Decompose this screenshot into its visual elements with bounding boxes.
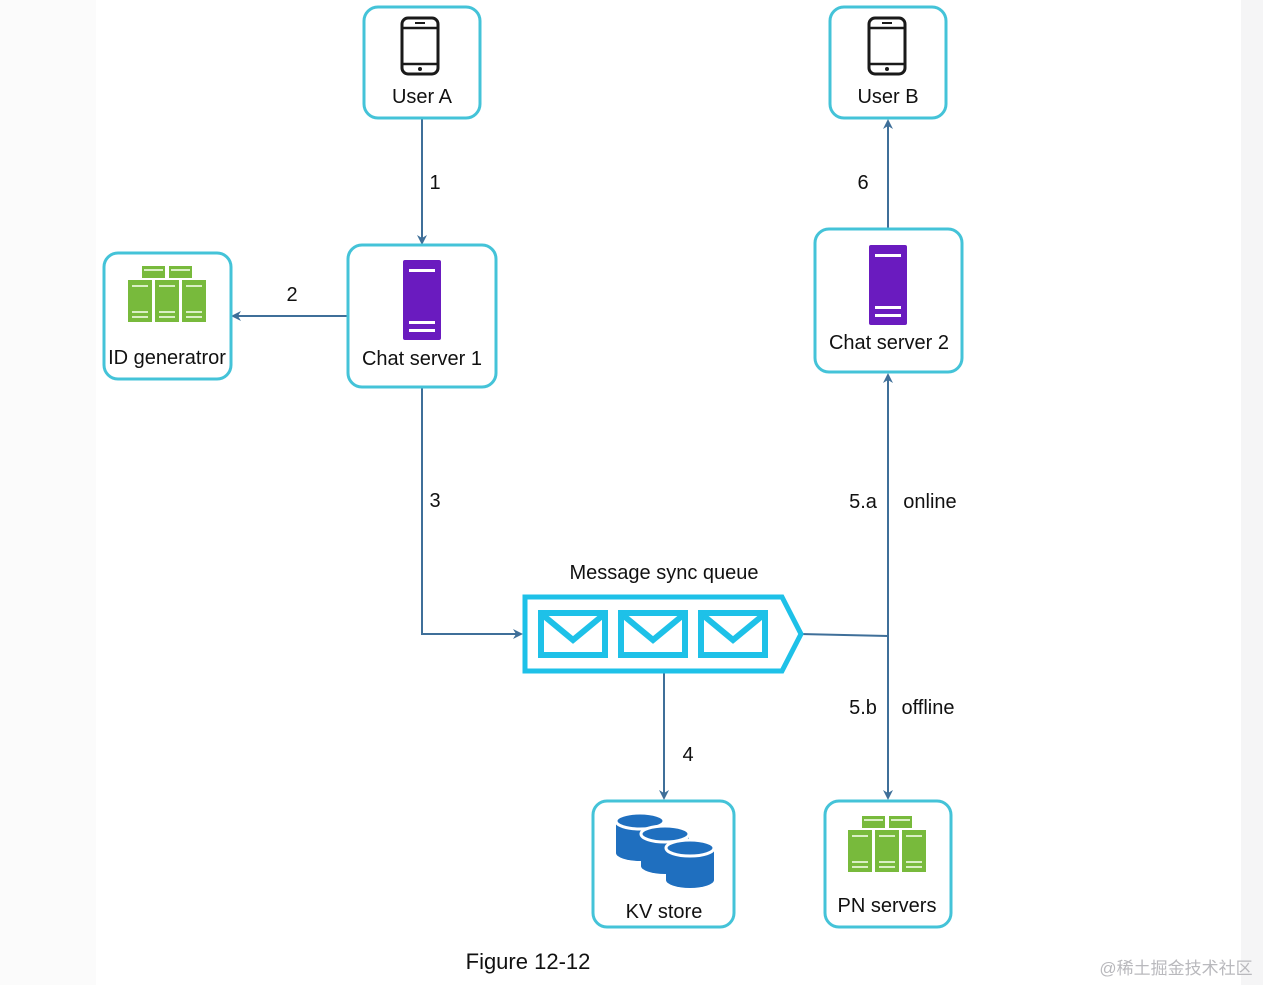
step-5b-note: offline bbox=[901, 697, 954, 719]
step-5a-label: 5.a bbox=[849, 491, 878, 513]
node-kv-store: KV store bbox=[591, 799, 736, 929]
kv-store-label: KV store bbox=[626, 901, 703, 923]
right-scrollbar-strip bbox=[1241, 0, 1263, 985]
queue-to-junction-line bbox=[799, 633, 889, 637]
watermark: @稀土掘金技术社区 bbox=[1099, 959, 1252, 978]
node-message-sync-queue: Message sync queue bbox=[522, 562, 804, 674]
step-labels: 1 2 3 4 5.a online 5.b offline 6 bbox=[286, 172, 956, 766]
step-1-label: 1 bbox=[429, 172, 440, 194]
step-2-label: 2 bbox=[286, 284, 297, 306]
mobile-phone-icon bbox=[867, 16, 907, 76]
step-6-label: 6 bbox=[857, 172, 868, 194]
node-chat-server-2: Chat server 2 bbox=[813, 227, 964, 374]
node-id-generator: ID generatror bbox=[102, 251, 233, 381]
node-chat-server-1: Chat server 1 bbox=[346, 243, 498, 389]
node-user-b: User B bbox=[828, 5, 948, 120]
step-5b-label: 5.b bbox=[849, 697, 877, 719]
figure-caption: Figure 12-12 bbox=[466, 949, 591, 974]
server-icon bbox=[869, 245, 907, 325]
step-4-label: 4 bbox=[682, 744, 693, 766]
chat-server-2-label: Chat server 2 bbox=[829, 332, 949, 354]
arrow-chat-server-1-to-queue bbox=[421, 388, 523, 639]
user-a-label: User A bbox=[392, 86, 453, 108]
step-5a-note: online bbox=[903, 491, 956, 513]
chat-server-1-label: Chat server 1 bbox=[362, 348, 482, 370]
pn-servers-label: PN servers bbox=[838, 895, 937, 917]
node-user-a: User A bbox=[362, 5, 482, 120]
message-sync-queue-label: Message sync queue bbox=[569, 562, 758, 584]
server-icon bbox=[403, 260, 441, 340]
mobile-phone-icon bbox=[400, 16, 440, 76]
step-3-label: 3 bbox=[429, 490, 440, 512]
node-pn-servers: PN servers bbox=[823, 799, 953, 929]
id-generator-label: ID generatror bbox=[108, 347, 226, 369]
connectors bbox=[231, 119, 893, 800]
user-b-label: User B bbox=[857, 86, 918, 108]
message-queue-icon bbox=[522, 594, 804, 674]
left-margin bbox=[0, 0, 96, 985]
